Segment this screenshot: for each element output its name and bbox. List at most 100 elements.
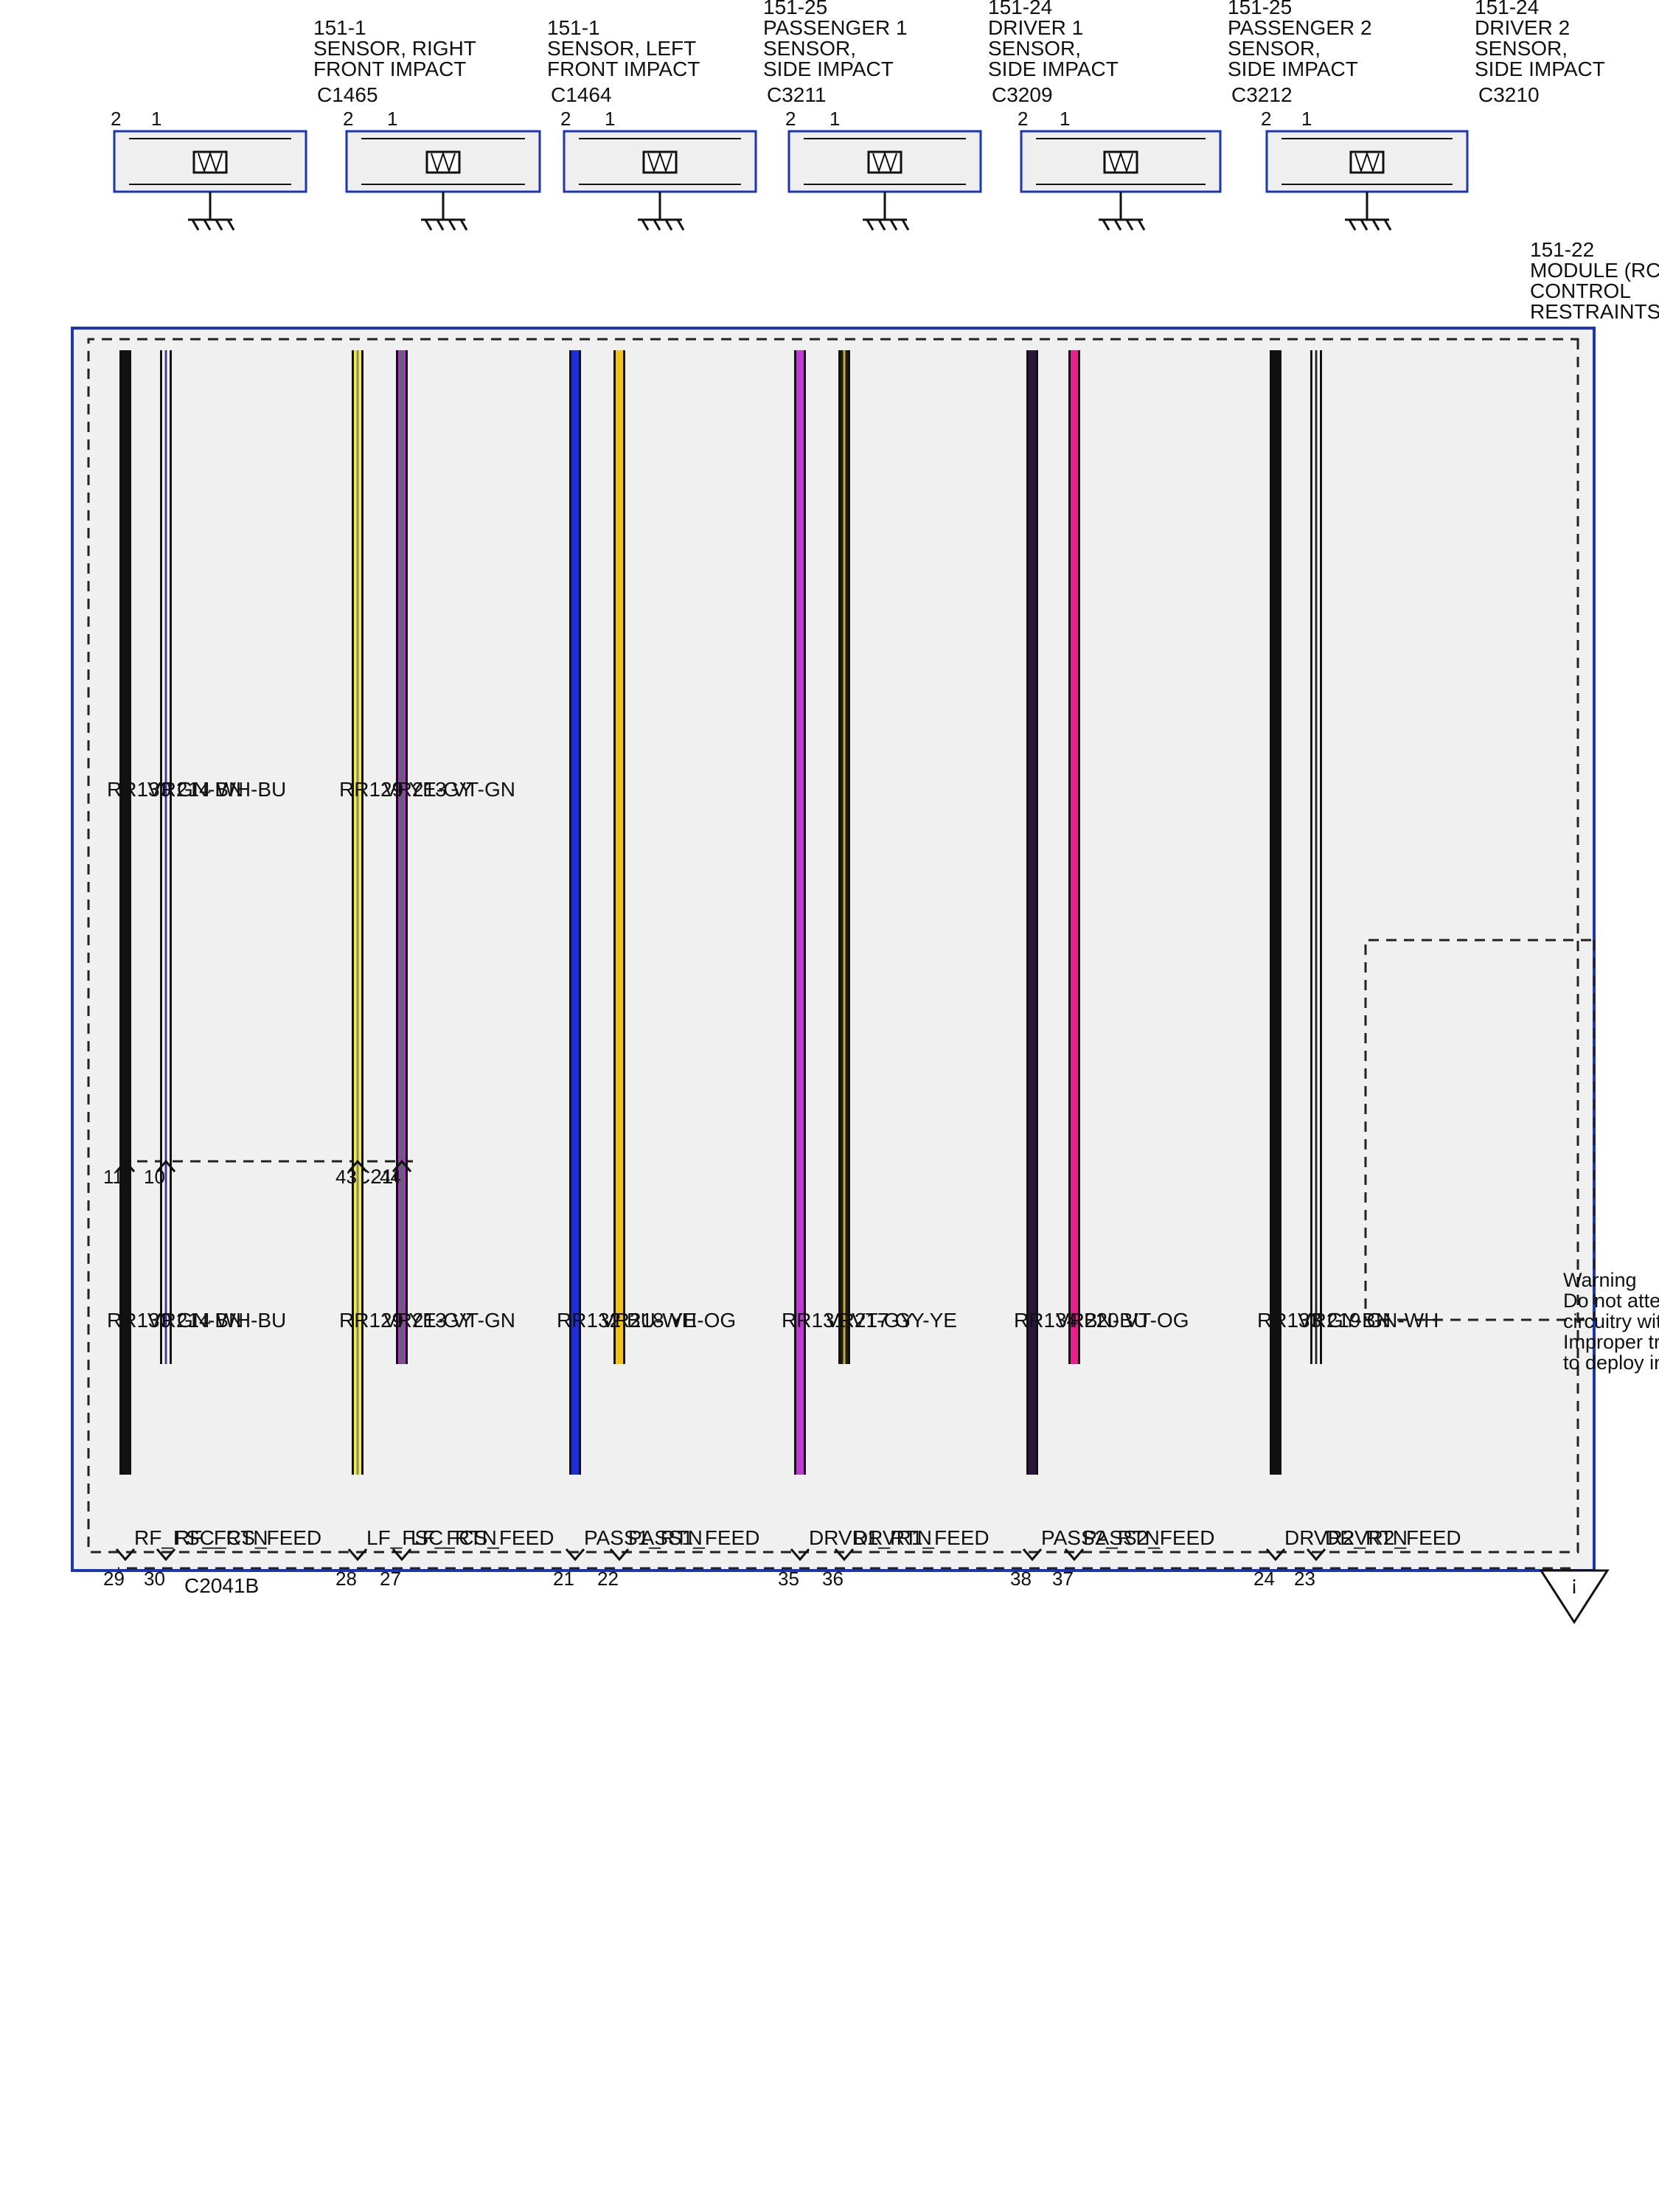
sensor-pin-number: 1 — [605, 108, 615, 130]
resistor-zigzag — [1108, 150, 1133, 174]
ground-hatch — [866, 219, 874, 231]
rcm-pin-number: 22 — [597, 1568, 619, 1590]
circuit-label: RR129 YE-GY — [339, 1309, 473, 1332]
sensor-pin-number: 1 — [1060, 108, 1070, 130]
warning-line: circuitry without consulting the Worksho… — [1563, 1310, 1659, 1332]
warning-triangle-shape — [1539, 1569, 1610, 1624]
resistor-zigzag — [647, 150, 672, 174]
rcm-pin-number: 23 — [1294, 1568, 1315, 1590]
rcm-label-line: CONTROL — [1530, 279, 1631, 302]
rcm-pin-arrow — [1306, 1548, 1326, 1562]
warning-line: Improper troubleshooting could cause the… — [1563, 1331, 1659, 1353]
sensor-pin-number: 2 — [1018, 108, 1028, 130]
rcm-pin-number: 35 — [778, 1568, 799, 1590]
rcm-function-label: RF_FSC_RTN — [134, 1526, 268, 1549]
sensor-label-line: FRONT IMPACT — [313, 58, 466, 80]
warning-title: Warning — [1563, 1269, 1637, 1291]
resistor-zigzag — [872, 150, 897, 174]
sensor-connector-label: C3210 — [1478, 83, 1540, 106]
ground-hatch — [191, 219, 200, 231]
ground-icon-drv2 — [1265, 130, 1469, 231]
rcm-label-line: RESTRAINTS — [1530, 300, 1659, 323]
sensor-label-line: 151-25 — [763, 0, 827, 18]
sensor-connector-label: C1464 — [551, 83, 612, 106]
warning-triangle-icon: ! — [1539, 1569, 1610, 1624]
rcm-pin-number: 29 — [103, 1568, 125, 1590]
rcm-function-label: LF_FSC_RTN — [366, 1526, 497, 1549]
circuit-label-sensor-side: RR130 GN-BN — [107, 778, 243, 801]
c210-pin-arrow — [392, 1159, 412, 1172]
c210-pin-arrow — [115, 1159, 136, 1172]
ground-icon-pass1 — [563, 130, 757, 231]
rcm-pin-arrow — [1022, 1548, 1043, 1562]
resistor-zigzag — [1354, 150, 1380, 174]
ground-icon-drv1 — [787, 130, 982, 231]
resistor-zigzag — [198, 150, 223, 174]
rcm-pin-arrow — [392, 1548, 412, 1562]
ground-hatch — [641, 219, 650, 231]
sensor-pin-number: 2 — [343, 108, 353, 130]
ground-hatch — [1125, 219, 1134, 231]
sensor-label-line: 151-24 — [988, 0, 1052, 18]
sensor-connector-label: C1465 — [317, 83, 378, 106]
ground-hatch — [676, 219, 685, 231]
rcm-pin-arrow — [790, 1548, 810, 1562]
rcm-function-label: RF_FCS_FEED — [175, 1526, 321, 1549]
rcm-pin-number: 30 — [144, 1568, 165, 1590]
ground-icon-left — [345, 130, 541, 231]
rcm-function-label: PASS2_RTN — [1041, 1526, 1160, 1549]
sensor-label-line: SIDE IMPACT — [1475, 58, 1605, 80]
sensor-connector-label: C3209 — [992, 83, 1053, 106]
sensor-label-line: SIDE IMPACT — [988, 58, 1119, 80]
warning-box — [1364, 939, 1596, 1321]
ground-hatch — [1113, 219, 1122, 231]
ground-hatch — [1371, 219, 1380, 231]
rcm-pin-arrow — [347, 1548, 368, 1562]
sensor-label-line: SIDE IMPACT — [763, 58, 894, 80]
sensor-label-line: PASSENGER 2 — [1228, 16, 1372, 39]
rcm-label-line: MODULE (RCM) — [1530, 259, 1659, 282]
warning-line: Do not attempt to diagnose or troublesho… — [1563, 1290, 1659, 1312]
ground-hatch — [1383, 219, 1392, 231]
circuit-label: VR214 WH-BU — [147, 1309, 286, 1332]
sensor-label-line: PASSENGER 1 — [763, 16, 908, 39]
sensor-label-line: SIDE IMPACT — [1228, 58, 1358, 80]
ground-hatch — [1102, 219, 1110, 231]
sensor-label-line: 151-1 — [313, 16, 366, 39]
ground-hatch — [877, 219, 886, 231]
ground-hatch — [889, 219, 898, 231]
sensor-connector-label: C3212 — [1231, 83, 1293, 106]
rcm-function-label: PASS1_RTN — [584, 1526, 703, 1549]
circuit-label: VR218 YE-OG — [601, 1309, 736, 1332]
rcm-inner-dashed-frame — [87, 338, 1579, 1554]
rcm-pin-arrow — [565, 1548, 585, 1562]
rcm-connector-label: C2041B — [184, 1574, 259, 1597]
sensor-pin-number: 1 — [151, 108, 161, 130]
rcm-function-label: LF_FCS_FEED — [411, 1526, 554, 1549]
sensor-label-line: SENSOR, — [988, 37, 1081, 60]
rcm-function-label: DRVR1_FEED — [853, 1526, 990, 1549]
sensor-label-line: SENSOR, RIGHT — [313, 37, 476, 60]
circuit-label: VR220 VT-OG — [1056, 1309, 1189, 1332]
sensor-label-line: DRIVER 2 — [1475, 16, 1570, 39]
ground-hatch — [226, 219, 235, 231]
ground-hatch — [448, 219, 456, 231]
rcm-pin-number: 28 — [335, 1568, 357, 1590]
sensor-pin-number: 2 — [111, 108, 121, 130]
sensor-label-line: SENSOR, — [1228, 37, 1321, 60]
sensor-label-line: DRIVER 1 — [988, 16, 1083, 39]
sensor-label-line: FRONT IMPACT — [547, 58, 700, 80]
rcm-pin-arrow — [609, 1548, 630, 1562]
circuit-label: RR134 BN-BU — [1014, 1309, 1148, 1332]
sensor-label-line: SENSOR, — [1475, 37, 1568, 60]
rcm-label-line: 151-22 — [1530, 238, 1594, 261]
rcm-pin-arrow — [115, 1548, 136, 1562]
circuit-label: RR131 VT-GY — [782, 1309, 914, 1332]
ground-hatch — [1137, 219, 1146, 231]
circuit-label: RR132 BU-WH — [557, 1309, 697, 1332]
ground-hatch — [653, 219, 661, 231]
rcm-function-label: PASS2_FEED — [1083, 1526, 1214, 1549]
